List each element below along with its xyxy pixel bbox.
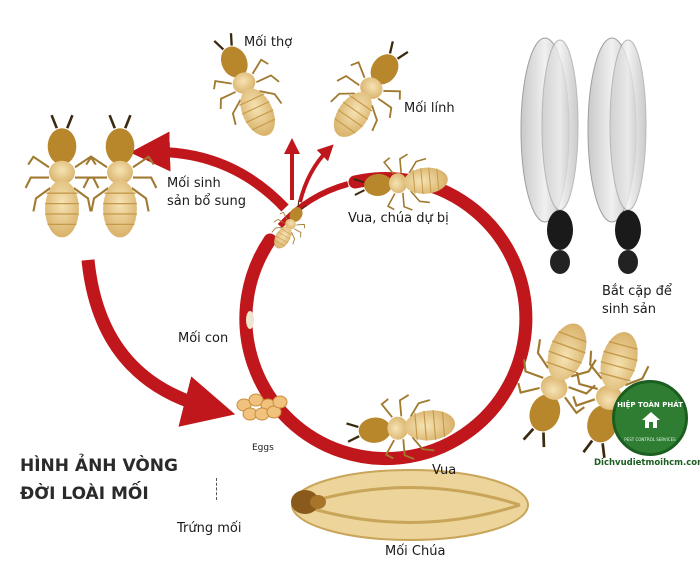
termite-eggs-label: Trứng mối xyxy=(177,521,242,536)
title-line1: HÌNH ẢNH VÒNG xyxy=(20,456,178,476)
queen-termite xyxy=(291,469,529,541)
logo-subtitle: PEST CONTROL SERVICES xyxy=(624,437,676,442)
pairing-label-line2: sinh sản xyxy=(602,302,656,317)
supplementary-arrow xyxy=(81,259,236,427)
worker-label: Mối thợ xyxy=(244,35,293,50)
soldier-termite xyxy=(310,27,428,155)
title-line2: ĐỜI LOÀI MỐI xyxy=(20,484,149,504)
supplementary-reproductive-termites xyxy=(24,113,158,239)
soldier-label: Mối lính xyxy=(404,101,455,116)
reserve-king-queen-termite xyxy=(350,149,452,216)
website-link[interactable]: Dichvudietmoihcm.com xyxy=(594,458,700,468)
company-logo: HIỆP TOÀN PHÁT PEST CONTROL SERVICES xyxy=(612,380,688,456)
diagram-title: HÌNH ẢNH VÒNG ĐỜI LOÀI MỐI xyxy=(20,452,178,508)
eggs-cluster xyxy=(236,393,288,421)
small-nymph xyxy=(246,311,254,329)
queen-label: Mối Chúa xyxy=(385,544,446,559)
eggs-label: Eggs xyxy=(252,443,274,453)
supplementary-label-line1: Mối sinh xyxy=(167,176,221,191)
supplementary-label-line2: sản bổ sung xyxy=(167,194,246,209)
king-label: Vua xyxy=(432,463,457,478)
winged-alate-termites xyxy=(520,37,647,274)
pointer-line xyxy=(216,478,217,500)
life-cycle-ring xyxy=(239,172,533,466)
reserve-king-queen-label: Vua, chúa dự bị xyxy=(348,211,449,226)
logo-name: HIỆP TOÀN PHÁT xyxy=(617,401,683,409)
nymph-label: Mối con xyxy=(178,331,229,346)
house-icon xyxy=(642,412,660,428)
caste-arrows xyxy=(130,131,334,212)
pairing-label-line1: Bắt cặp để xyxy=(602,284,672,299)
